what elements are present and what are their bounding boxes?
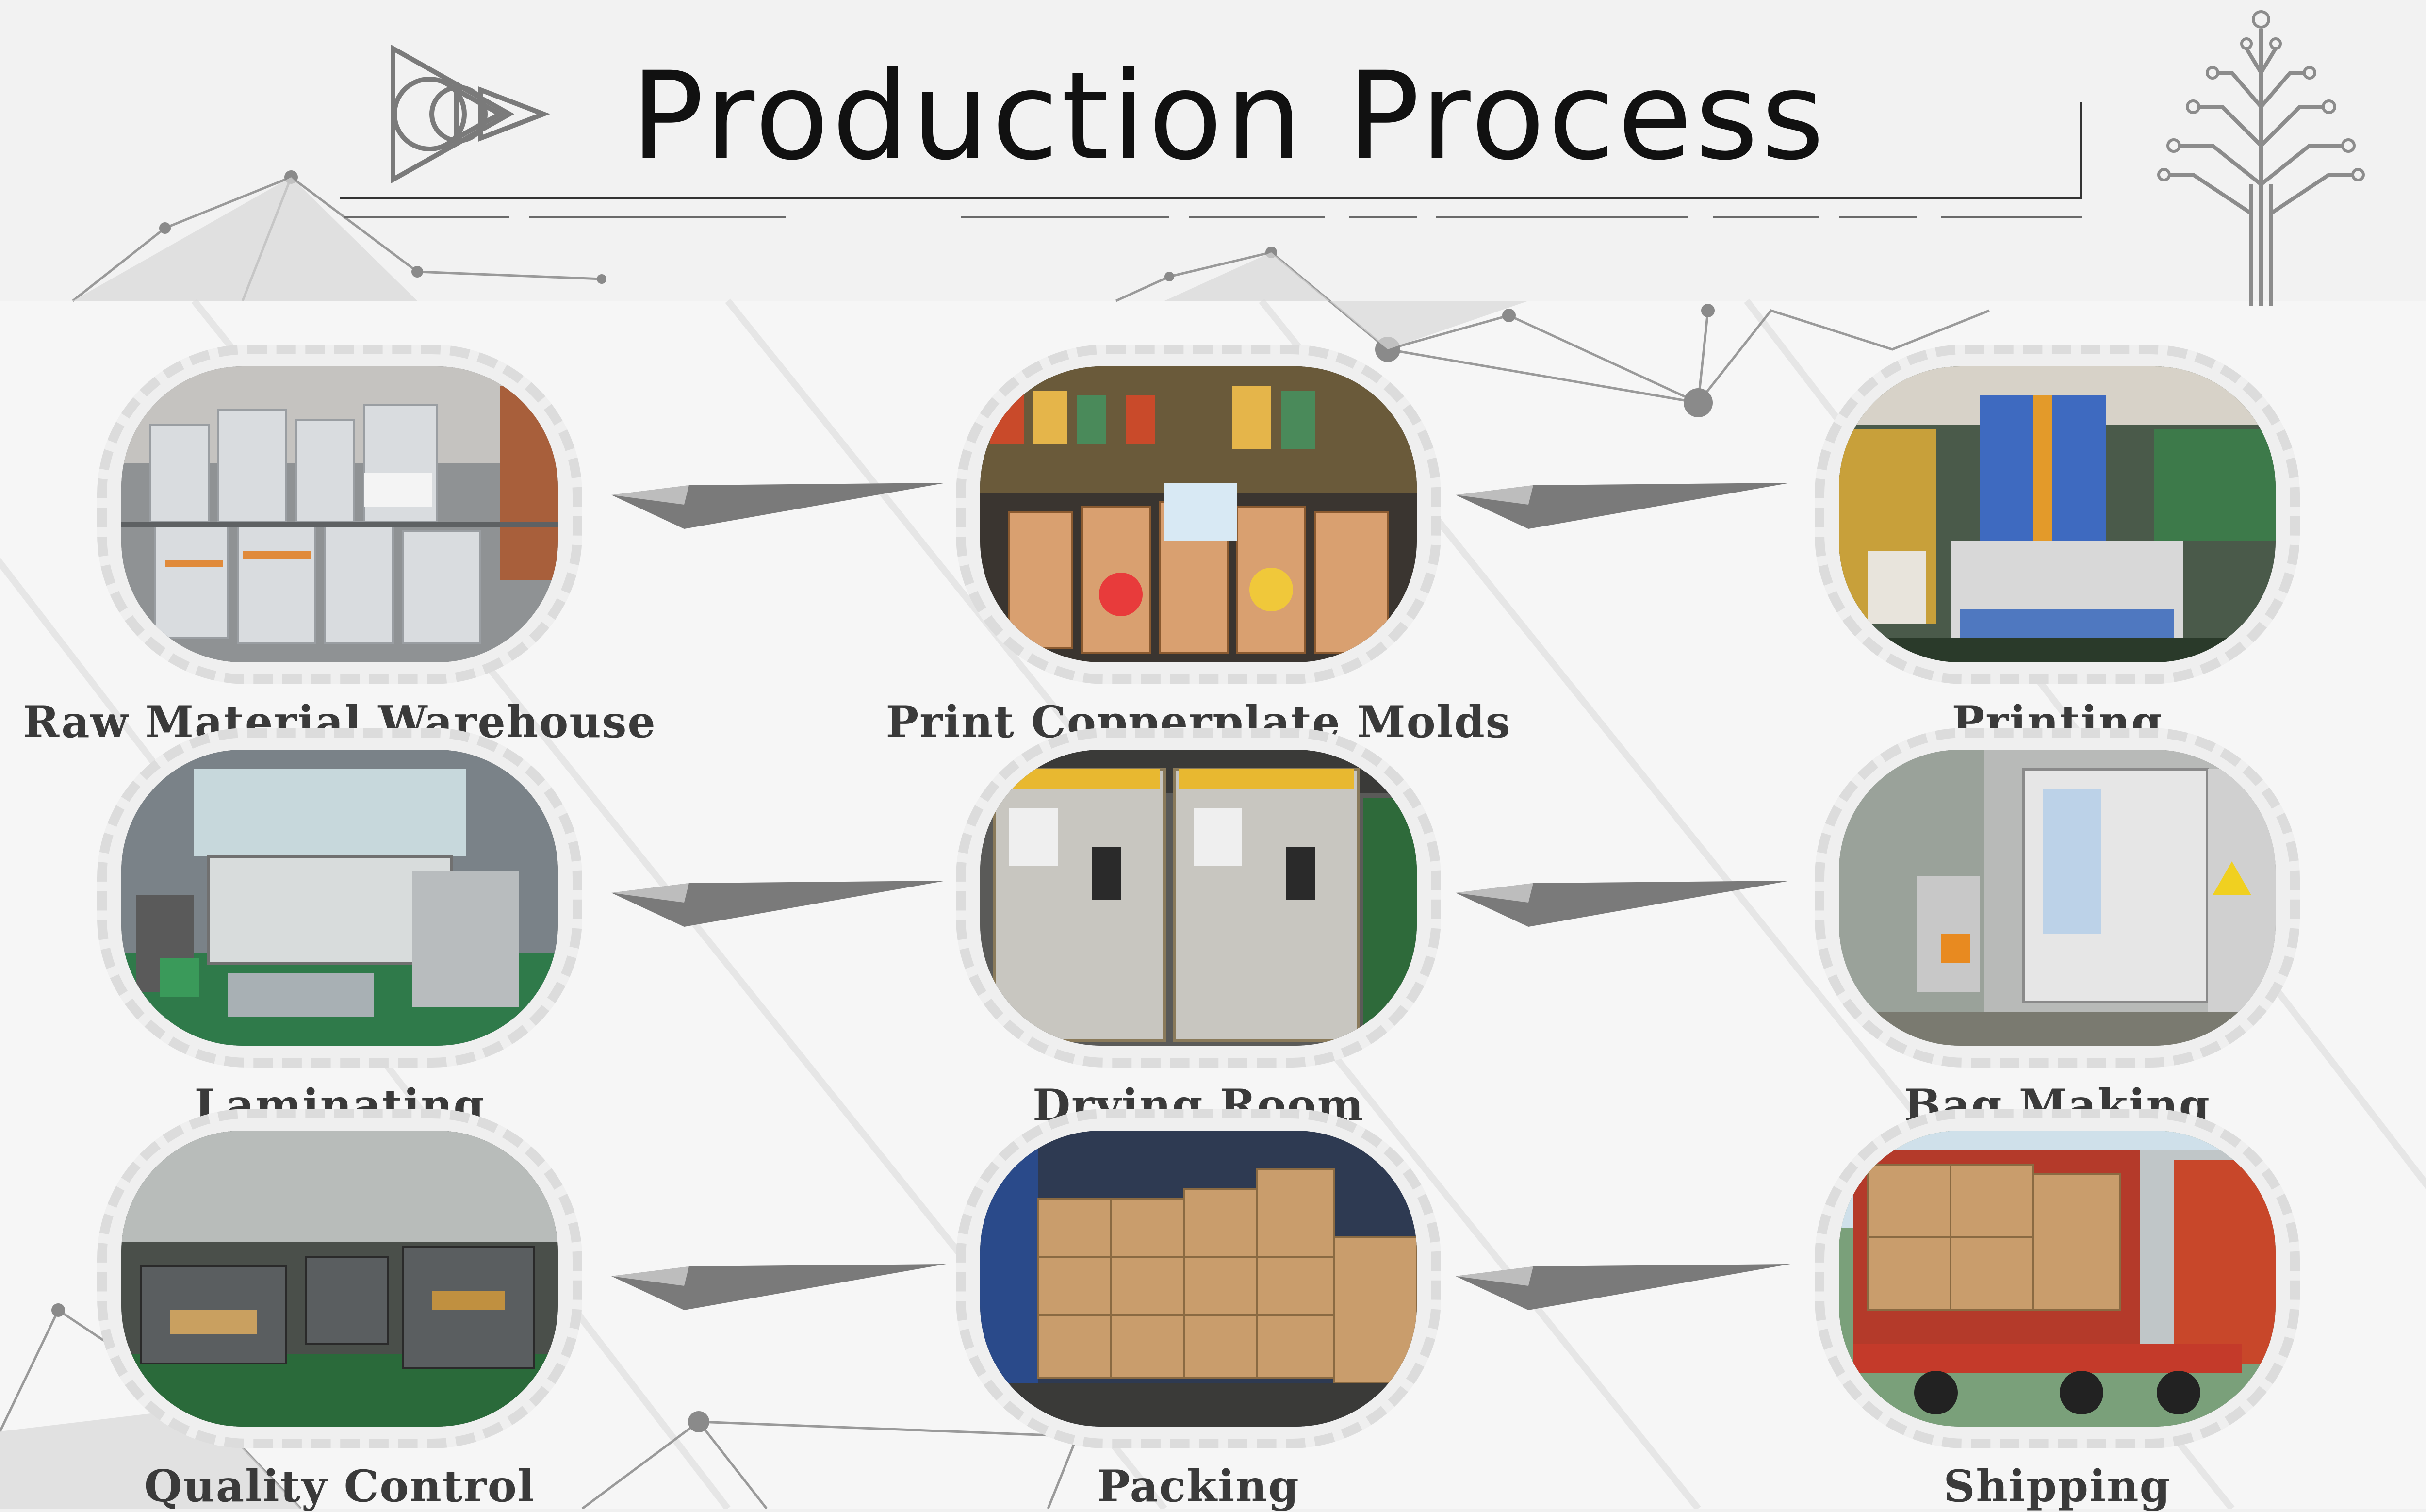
laminating-machine-photo: [121, 750, 558, 1046]
connector-arrow-icon: [611, 1264, 946, 1310]
header-dash: [1713, 216, 1820, 222]
header-dash: [1349, 216, 1417, 222]
step-packing: Packing: [956, 1109, 1441, 1512]
page-title: Production Process: [631, 46, 1827, 187]
header-dash: [1839, 216, 1917, 222]
step-print-copperplate-molds: Print Copperplate Molds: [886, 345, 1510, 748]
packing-boxes-photo: [980, 1131, 1417, 1427]
header-dash: [1189, 216, 1325, 222]
connector-arrow-icon: [611, 881, 946, 927]
step-label: Packing: [1097, 1461, 1300, 1512]
connector-arrow-icon: [1456, 483, 1790, 529]
connector-arrow-icon: [1456, 881, 1790, 927]
step-laminating: Laminating: [97, 728, 582, 1131]
header-dash: [961, 216, 1169, 222]
printing-machine-photo: [1839, 366, 2276, 662]
copperplate-molds-photo: [980, 366, 1417, 662]
connector-arrow-icon: [611, 483, 946, 529]
header-right-bracket: [2080, 102, 2082, 199]
header-dash: [1941, 216, 2082, 222]
step-label: Quality Control: [144, 1461, 536, 1512]
shipping-container-photo: [1839, 1131, 2276, 1427]
drying-room-photo: [980, 750, 1417, 1046]
header-underline: [340, 197, 2082, 199]
header-dash: [344, 216, 509, 222]
header: Production Process: [340, 29, 2086, 204]
header-dash: [529, 216, 786, 222]
step-printing: Printing: [1815, 345, 2300, 748]
step-shipping: Shipping: [1815, 1109, 2300, 1512]
quality-control-photo: [121, 1131, 558, 1427]
circuit-tree-icon: [2157, 10, 2365, 306]
step-bag-making: Bag Making: [1815, 728, 2300, 1131]
warehouse-rolls-photo: [121, 366, 558, 662]
triangle-circle-logo-icon: [391, 44, 550, 184]
bag-making-machine-photo: [1839, 750, 2276, 1046]
step-quality-control: Quality Control: [97, 1109, 582, 1512]
step-raw-material-warehouse: Raw Material Warehouse: [23, 345, 656, 748]
step-label: Shipping: [1943, 1461, 2171, 1512]
connector-arrow-icon: [1456, 1264, 1790, 1310]
step-drying-room: Drying Room: [956, 728, 1441, 1131]
header-dash: [1436, 216, 1688, 222]
